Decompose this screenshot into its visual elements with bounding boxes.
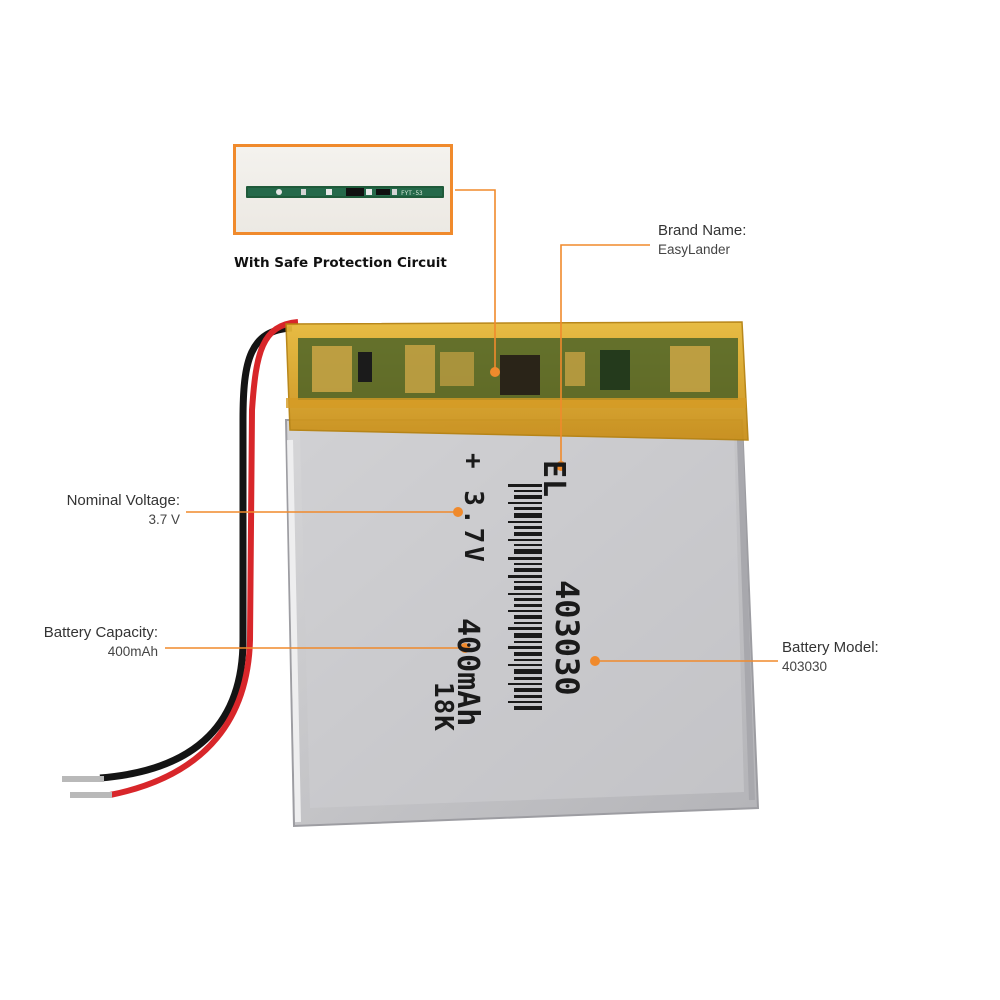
barcode-bar	[508, 502, 542, 504]
callout-lines	[165, 189, 778, 662]
battery-print-model: 403030	[548, 580, 586, 696]
barcode-bar	[514, 677, 542, 680]
callout-model-value: 403030	[782, 659, 828, 674]
callout-brand-value: EasyLander	[658, 242, 731, 257]
barcode-bar	[514, 586, 542, 590]
barcode-bar	[514, 507, 542, 510]
callout-brand-label: Brand Name:	[658, 222, 747, 239]
callout-dot-voltage	[453, 507, 463, 517]
pcb-marking: FYT-53	[401, 190, 423, 197]
barcode-bar	[514, 669, 542, 674]
barcode-bar	[508, 646, 542, 649]
red-wire-tip	[70, 792, 112, 798]
callout-model: Battery Model: 403030	[782, 639, 879, 674]
callout-voltage-label: Nominal Voltage:	[66, 492, 180, 509]
barcode-bar	[514, 641, 542, 643]
barcode-bar	[514, 581, 542, 583]
battery-print-voltage: + 3.7V	[458, 453, 488, 565]
barcode-bar	[514, 495, 542, 499]
barcode-bar	[508, 701, 542, 703]
barcode-bar	[508, 627, 542, 630]
barcode-bar	[514, 526, 542, 529]
black-wire	[99, 324, 293, 782]
barcode-bar	[514, 549, 542, 554]
barcode-bar	[514, 615, 542, 619]
protection-circuit-tape	[285, 321, 749, 441]
barcode-bar	[514, 622, 542, 624]
battery-barcode	[508, 484, 542, 710]
barcode-bar	[508, 484, 542, 487]
red-wire	[109, 319, 299, 798]
barcode-bar	[508, 521, 542, 523]
callout-brand: Brand Name: EasyLander	[658, 222, 746, 257]
pcb-inset-frame: FYT-53	[233, 144, 453, 235]
callout-model-label: Battery Model:	[782, 639, 879, 656]
callout-line-brand	[560, 244, 650, 462]
callout-capacity-value: 400mAh	[107, 644, 158, 659]
barcode-bar	[508, 575, 542, 578]
callout-voltage-value: 3.7 V	[148, 512, 180, 527]
barcode-bar	[514, 695, 542, 698]
barcode-bar	[514, 490, 542, 492]
barcode-bar	[514, 544, 542, 546]
barcode-bar	[514, 598, 542, 601]
callout-voltage: Nominal Voltage: 3.7 V	[50, 492, 180, 527]
barcode-bar	[514, 568, 542, 572]
barcode-bar	[508, 610, 542, 612]
lead-wires	[62, 319, 299, 798]
barcode-bar	[508, 664, 542, 666]
callout-line-pcb	[455, 189, 496, 372]
barcode-bar	[514, 652, 542, 656]
barcode-bar	[514, 659, 542, 661]
battery-print-brand: EL	[536, 460, 571, 499]
barcode-bar	[514, 513, 542, 518]
barcode-bar	[514, 706, 542, 710]
barcode-bar	[508, 593, 542, 595]
callout-dot-pcb	[490, 367, 500, 377]
inset-title: With Safe Protection Circuit	[234, 255, 447, 271]
barcode-bar	[508, 683, 542, 685]
callout-capacity-label: Battery Capacity:	[43, 624, 158, 641]
callout-dot-model	[590, 656, 600, 666]
barcode-bar	[514, 563, 542, 565]
callout-dot-brand	[556, 461, 566, 471]
barcode-bar	[508, 539, 542, 541]
barcode-bar	[514, 633, 542, 638]
barcode-bar	[514, 532, 542, 536]
callout-capacity: Battery Capacity: 400mAh	[20, 624, 158, 659]
battery-print-date: 18K	[428, 682, 458, 732]
callout-dot-capacity	[460, 643, 470, 653]
callout-dots	[453, 367, 600, 666]
pcb-inset-image: FYT-53	[246, 186, 444, 198]
barcode-bar	[514, 604, 542, 607]
black-wire-tip	[62, 776, 104, 782]
barcode-bar	[514, 688, 542, 692]
barcode-bar	[508, 557, 542, 560]
